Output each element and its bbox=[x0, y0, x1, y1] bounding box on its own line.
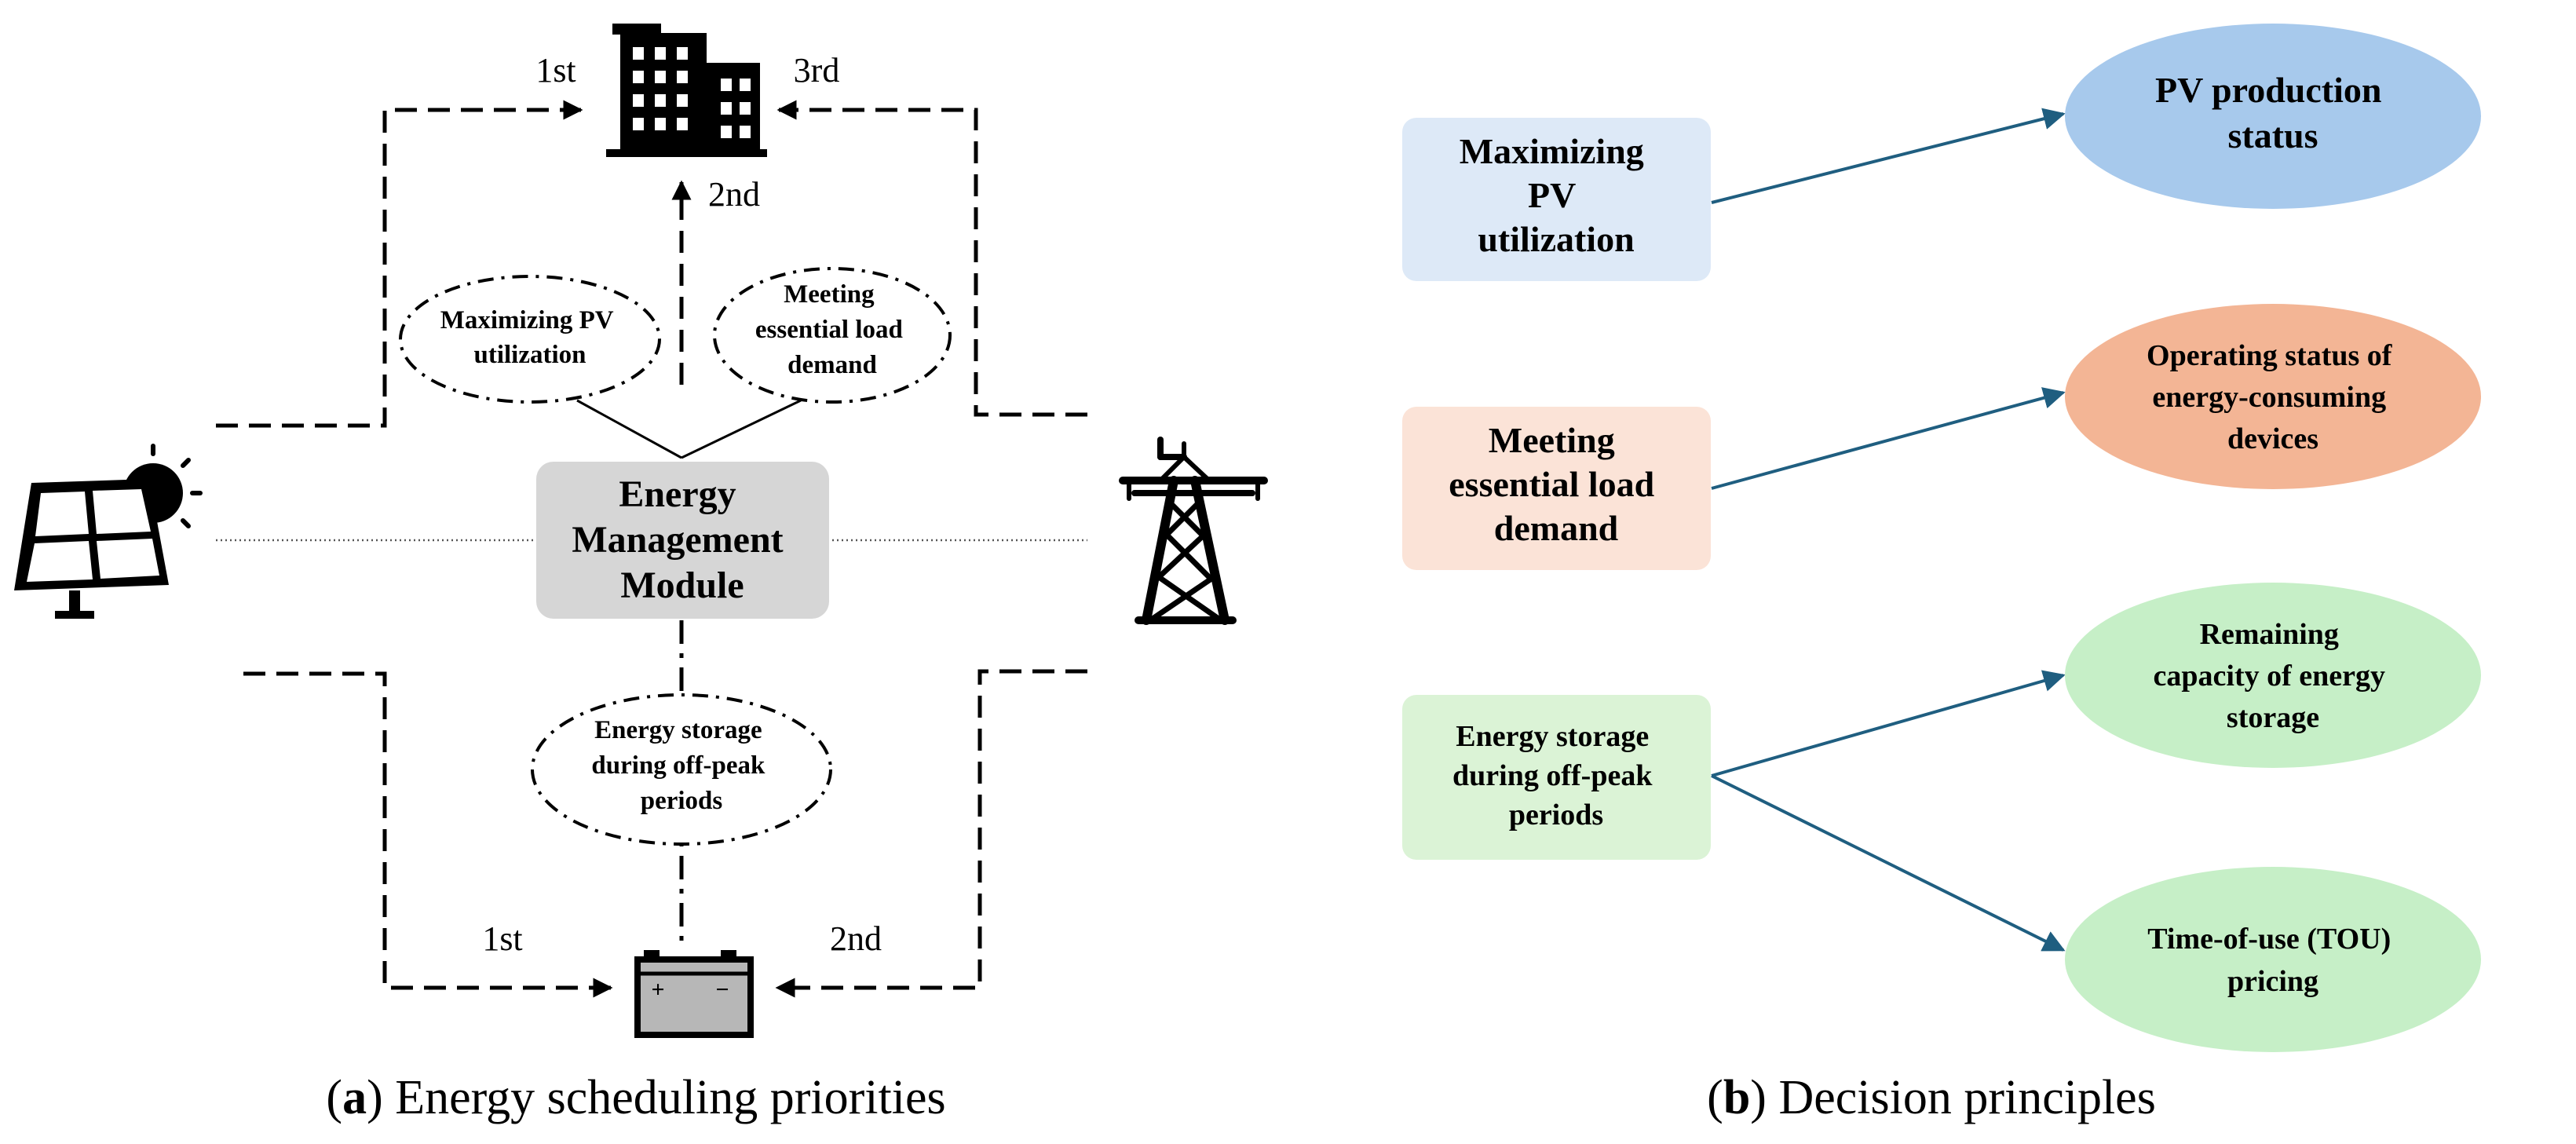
ellipse-load-demand bbox=[713, 267, 952, 404]
arrow-pv-to-production bbox=[1711, 108, 2066, 204]
principle-load-line-2: essential load bbox=[1449, 464, 1654, 504]
priority-battery-grid: 2nd bbox=[830, 919, 882, 958]
power-tower-icon bbox=[1119, 437, 1268, 625]
ellipse-load-line-2: essential load bbox=[755, 316, 903, 344]
svg-text:Meeting essential load: Meeting essential load demand bbox=[1449, 420, 1663, 548]
solar-panel-icon bbox=[14, 479, 169, 619]
factor-capacity-line-1: Remaining bbox=[2200, 618, 2339, 651]
building-icon bbox=[606, 24, 767, 157]
principle-storage-line-3: periods bbox=[1509, 799, 1603, 832]
arrow-storage-to-tou bbox=[1711, 774, 2066, 952]
arrow-load-to-devices bbox=[1711, 387, 2066, 490]
link-pv-ellipse bbox=[576, 399, 682, 459]
factor-pv-line-2: status bbox=[2227, 115, 2318, 155]
caption-b-letter: b bbox=[1723, 1071, 1750, 1124]
factor-device-status bbox=[2065, 304, 2481, 489]
factor-devices-line-1: Operating status of bbox=[2147, 339, 2393, 372]
priority-battery-pv: 1st bbox=[482, 919, 522, 958]
module-line-3: Module bbox=[620, 565, 744, 606]
principle-pv-line-3: utilization bbox=[1478, 219, 1634, 259]
svg-text:−: − bbox=[715, 977, 729, 1003]
caption-b: (b) Decision principles bbox=[1707, 1071, 2156, 1124]
panel-a: + − Maximizing PV utilization Meeting es… bbox=[14, 24, 1268, 1124]
priority-building-module: 2nd bbox=[708, 175, 760, 214]
ellipse-pv-line-2: utilization bbox=[473, 341, 586, 369]
caption-a-text: Energy scheduling priorities bbox=[395, 1071, 945, 1124]
factor-storage-capacity bbox=[2065, 583, 2481, 768]
factor-pv-line-1: PV production bbox=[2155, 70, 2381, 110]
factor-pv-production bbox=[2065, 24, 2481, 209]
factor-devices-line-3: devices bbox=[2227, 422, 2318, 455]
priority-building-grid: 3rd bbox=[794, 51, 840, 90]
arrow-storage-to-capacity bbox=[1711, 670, 2066, 777]
svg-text:Maximizing PV util: Maximizing PV utilization bbox=[1460, 131, 1653, 259]
ellipse-pv-line-1: Maximizing PV bbox=[440, 306, 614, 334]
factor-capacity-line-2: capacity of energy bbox=[2154, 660, 2385, 693]
energy-management-module-box bbox=[536, 462, 829, 619]
ellipse-storage-line-1: Energy storage bbox=[594, 716, 762, 744]
module-line-2: Management bbox=[572, 519, 783, 561]
caption-b-text: Decision principles bbox=[1778, 1071, 2155, 1124]
ellipse-load-line-3: demand bbox=[787, 351, 877, 379]
ellipse-storage bbox=[531, 693, 832, 846]
svg-text:Maximizing PV utilizatio: Maximizing PV utilization bbox=[440, 306, 620, 369]
link-load-ellipse bbox=[681, 399, 802, 459]
factor-tou-line-2: pricing bbox=[2227, 965, 2318, 998]
svg-text:Energy storage during of: Energy storage during off-peak periods bbox=[1452, 720, 1660, 832]
ellipse-pv-utilization bbox=[399, 275, 661, 404]
flow-pv-to-battery bbox=[243, 671, 613, 998]
battery-icon: + − bbox=[634, 950, 754, 1038]
factor-capacity-line-3: storage bbox=[2227, 701, 2319, 734]
principle-pv-line-2: PV bbox=[1528, 175, 1576, 215]
factor-tou-line-1: Time-of-use (TOU) bbox=[2147, 923, 2391, 956]
factor-devices-line-2: energy-consuming bbox=[2152, 381, 2386, 414]
principle-pv-line-1: Maximizing bbox=[1460, 131, 1644, 171]
panel-b: Maximizing PV utilization Meeting essent… bbox=[1402, 24, 2481, 1124]
flow-pv-to-building bbox=[216, 100, 583, 428]
svg-text:+: + bbox=[651, 977, 664, 1003]
svg-text:Operating status of ener: Operating status of energy-consuming dev… bbox=[2147, 339, 2399, 455]
flow-grid-to-battery bbox=[775, 669, 1087, 998]
ellipse-storage-line-2: during off-peak bbox=[591, 751, 765, 780]
principle-load-line-1: Meeting bbox=[1489, 420, 1615, 460]
module-line-1: Energy bbox=[619, 473, 736, 515]
svg-text:Remaining capacity of en: Remaining capacity of energy storage bbox=[2154, 618, 2393, 734]
factor-tou-pricing bbox=[2065, 867, 2481, 1052]
caption-a-letter: a bbox=[342, 1071, 367, 1124]
principle-storage-line-1: Energy storage bbox=[1456, 720, 1649, 753]
flow-grid-to-building bbox=[776, 100, 1087, 417]
svg-text:PV production status: PV production status bbox=[2155, 70, 2391, 155]
principle-storage-line-2: during off-peak bbox=[1452, 759, 1653, 792]
principle-load-line-3: demand bbox=[1494, 508, 1619, 548]
svg-text:Energy Management: Energy Management Module bbox=[572, 473, 792, 606]
svg-text:Energy storage during of: Energy storage during off-peak periods bbox=[591, 716, 771, 815]
svg-text:Meeting essential load: Meeting essential load demand bbox=[755, 280, 909, 379]
ellipse-storage-line-3: periods bbox=[641, 787, 723, 815]
caption-a: (a) Energy scheduling priorities bbox=[326, 1071, 945, 1124]
ellipse-load-line-1: Meeting bbox=[784, 280, 875, 309]
principle-box-load bbox=[1402, 407, 1711, 570]
principle-box-storage bbox=[1402, 695, 1711, 860]
principle-box-pv bbox=[1402, 118, 1711, 281]
svg-text:Time-of-use (TOU) pricin: Time-of-use (TOU) pricing bbox=[2147, 923, 2398, 998]
priority-building-pv: 1st bbox=[535, 51, 575, 90]
